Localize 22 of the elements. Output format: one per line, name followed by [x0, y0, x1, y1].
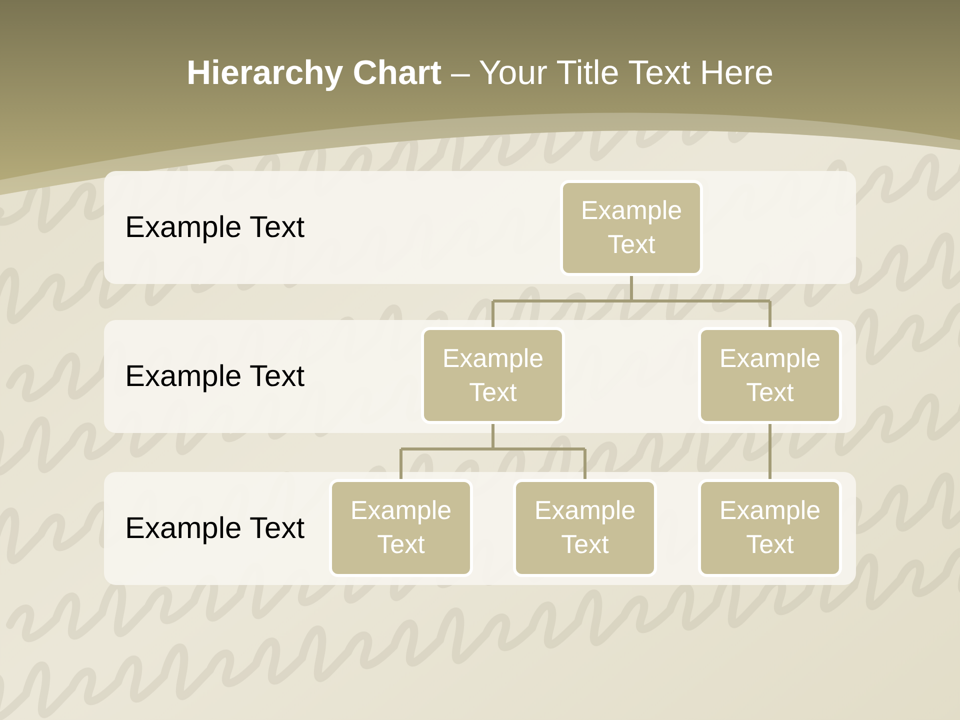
- org-chart-box: [421, 327, 565, 424]
- tier-band: [104, 171, 856, 284]
- tier-label: Example Text: [125, 360, 305, 394]
- node-label: Example Text: [441, 342, 545, 408]
- tier-label: Example Text: [125, 512, 305, 546]
- node-label: Example Text: [718, 494, 822, 561]
- node-label: Example Text: [533, 494, 637, 561]
- slide-title: Hierarchy Chart – Your Title Text Here: [185, 53, 775, 94]
- node-label: Example Text: [349, 494, 453, 561]
- connector-line: [768, 422, 772, 480]
- node-label: Example Text: [580, 194, 684, 261]
- node-label: Example Text: [718, 342, 822, 408]
- connector-line: [492, 274, 772, 328]
- org-chart-box: [560, 180, 703, 276]
- org-chart-box: [329, 479, 473, 577]
- org-chart-box: [513, 479, 657, 577]
- tier-label: Example Text: [125, 210, 305, 244]
- org-chart-box: [698, 479, 842, 577]
- tier-band: [104, 320, 856, 433]
- org-chart-box: [698, 327, 842, 424]
- connector-line: [400, 422, 586, 480]
- tier-band: [104, 472, 856, 585]
